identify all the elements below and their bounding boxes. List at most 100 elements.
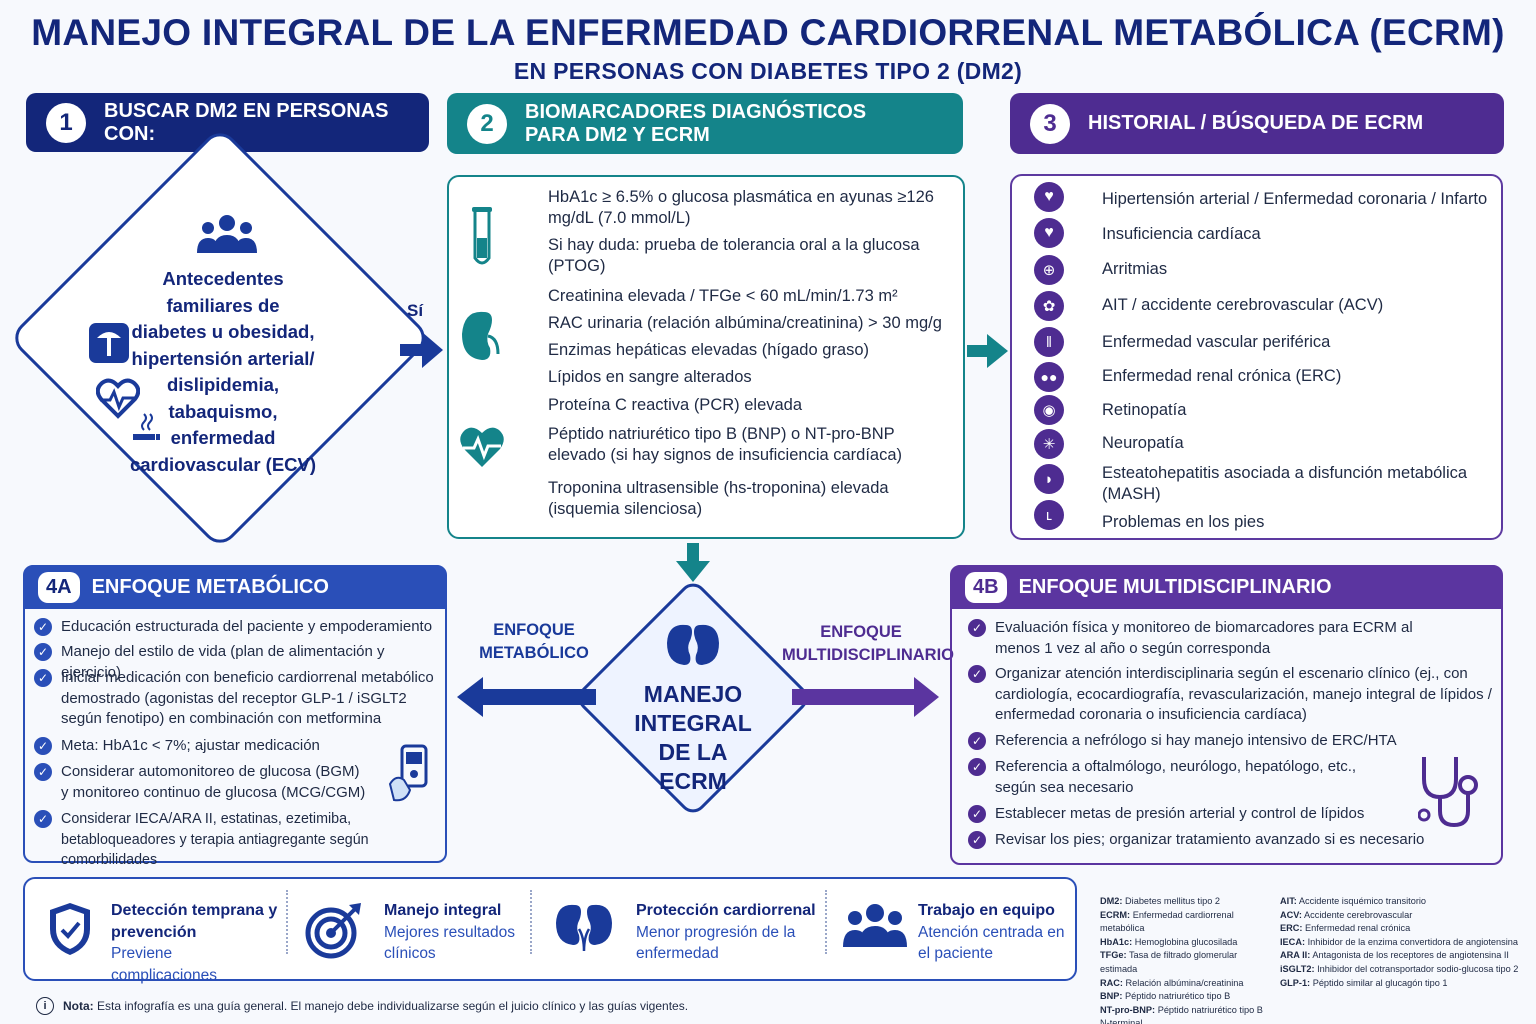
biomarker-list: HbA1c ≥ 6.5% o glucosa plasmática en ayu… — [548, 187, 953, 522]
glossary-entry: GLP-1: Péptido similar al glucagón tipo … — [1280, 977, 1448, 988]
biomarker-item: RAC urinaria (relación albúmina/creatini… — [548, 314, 942, 332]
metabolic-item: ✓Iniciar medicación con beneficio cardio… — [34, 668, 439, 736]
footnote: i Nota: Esta infografía es una guía gene… — [36, 997, 688, 1015]
glossary-entry: AIT: Accidente isquémico transitorio — [1280, 896, 1427, 906]
brain-icon: ✿ — [1034, 291, 1064, 321]
step1-title: BUSCAR DM2 EN PERSONAS CON: — [104, 99, 389, 145]
arrow-down-icon — [676, 543, 710, 582]
step4b-header: 4B ENFOQUE MULTIDISCIPLINARIO — [951, 565, 1502, 609]
divider — [825, 890, 827, 954]
benefit-2: Manejo integral Mejores resultados clíni… — [384, 902, 515, 962]
check-icon: ✓ — [34, 810, 52, 828]
biomarker-item: HbA1c ≥ 6.5% o glucosa plasmática en ayu… — [548, 188, 934, 227]
step3-header: 3 HISTORIAL / BÚSQUEDA DE ECRM — [1010, 93, 1504, 154]
step4a-tag: 4A — [38, 571, 80, 603]
step2-title-line2: PARA DM2 Y ECRM — [525, 123, 710, 146]
history-list: Hipertensión arterial / Enfermedad coron… — [1102, 189, 1494, 536]
multidisciplinary-item: ✓Referencia a nefrólogo si hay manejo in… — [968, 731, 1493, 757]
foot-icon: ʟ — [1034, 500, 1064, 530]
left-approach-label: ENFOQUE METABÓLICO — [479, 621, 589, 662]
step3-title: HISTORIAL / BÚSQUEDA DE ECRM — [1088, 112, 1424, 134]
target-icon — [305, 903, 361, 959]
multidisciplinary-item: ✓Revisar los pies; organizar tratamiento… — [968, 830, 1493, 854]
step4a-header: 4A ENFOQUE METABÓLICO — [24, 565, 446, 609]
glossary-entry: ARA II: Antagonista de los receptores de… — [1280, 950, 1509, 961]
multidisciplinary-item: ✓Organizar atención interdisciplinaria s… — [968, 664, 1493, 731]
history-item: Problemas en los pies — [1102, 513, 1265, 531]
heart-monitor-icon — [460, 427, 504, 467]
family-icon — [197, 215, 257, 253]
history-item: Insuficiencia cardíaca — [1102, 225, 1261, 243]
divider — [530, 890, 532, 954]
note-text: Esta infografía es una guía general. El … — [97, 999, 689, 1013]
step4a-panel — [23, 565, 447, 863]
glossary-entry: TFGe: Tasa de filtrado glomerular estima… — [1100, 950, 1238, 974]
heart-icon: ♥ — [1034, 182, 1064, 212]
glossary-left: DM2: Diabetes mellitus tipo 2 ECRM: Enfe… — [1100, 895, 1272, 1024]
step3-number: 3 — [1030, 103, 1070, 144]
metabolic-item: ✓Meta: HbA1c < 7%; ajustar medicación — [34, 736, 439, 762]
metabolic-item: ✓Manejo del estilo de vida (plan de alim… — [34, 642, 439, 681]
multidisciplinary-item: ✓Establecer metas de presión arterial y … — [968, 804, 1493, 830]
glossary-entry: DM2: Diabetes mellitus tipo 2 — [1100, 896, 1221, 906]
history-item: Arritmias — [1102, 260, 1168, 278]
note-label: Nota: — [63, 999, 94, 1013]
step1-number: 1 — [46, 102, 86, 143]
heart-rate-icon — [96, 378, 140, 419]
team-icon — [843, 904, 907, 947]
center-text: MANEJO INTEGRAL DE LA ECRM — [634, 681, 752, 794]
step4b-title: ENFOQUE MULTIDISCIPLINARIO — [1018, 575, 1332, 598]
history-item: Enfermedad vascular periférica — [1102, 333, 1331, 351]
check-icon: ✓ — [34, 618, 52, 636]
glossary-entry: ACV: Accidente cerebrovascular — [1280, 909, 1413, 920]
multidisciplinary-item: ✓Evaluación física y monitoreo de biomar… — [968, 618, 1493, 664]
biomarker-item: Troponina ultrasensible (hs-troponina) e… — [548, 479, 889, 518]
step1-criteria: Antecedentes familiares de diabetes u ob… — [129, 268, 317, 475]
check-icon: ✓ — [968, 831, 986, 849]
shield-icon — [50, 903, 90, 955]
glossary-entry: iSGLT2: Inhibidor del cotransportador so… — [1280, 963, 1519, 974]
divider — [286, 890, 288, 954]
page-title: MANEJO INTEGRAL DE LA ENFERMEDAD CARDIOR… — [31, 12, 1505, 53]
benefit-1: Detección temprana y prevención Previene… — [111, 902, 278, 984]
check-icon: ✓ — [968, 732, 986, 750]
step4b-tag: 4B — [965, 571, 1007, 603]
arrow-left-icon — [457, 677, 596, 717]
metabolic-item: ✓Considerar IECA/ARA II, estatinas, ezet… — [34, 809, 439, 868]
benefit-4: Trabajo en equipo Atención centrada en e… — [918, 902, 1065, 962]
glossary-entry: HbA1c: Hemoglobina glucosilada — [1100, 936, 1238, 947]
kidneys-icon — [556, 904, 612, 952]
check-icon: ✓ — [968, 758, 986, 776]
smoking-icon — [133, 413, 160, 440]
neuron-icon: ✳ — [1034, 429, 1064, 459]
biomarker-item: Lípidos en sangre alterados — [548, 368, 752, 386]
arrhythmia-icon: ⊕ — [1034, 255, 1064, 285]
check-icon: ✓ — [34, 643, 52, 661]
step3-panel — [1010, 174, 1503, 540]
blood-pressure-icon — [89, 323, 129, 363]
biomarker-item: Péptido natriurético tipo B (BNP) o NT-p… — [548, 425, 903, 464]
multidisciplinary-list: ✓Evaluación física y monitoreo de biomar… — [968, 618, 1493, 854]
metabolic-list: ✓Educación estructurada del paciente y e… — [34, 617, 439, 868]
glossary-entry: IECA: Inhibidor de la enzima convertidor… — [1280, 936, 1519, 947]
history-item: Neuropatía — [1102, 434, 1184, 452]
biomarker-item: Proteína C reactiva (PCR) elevada — [548, 396, 803, 414]
kidneys-icon: ●● — [1034, 362, 1064, 392]
metabolic-item: ✓Educación estructurada del paciente y e… — [34, 617, 439, 642]
biomarker-item: Si hay duda: prueba de tolerancia oral a… — [548, 236, 920, 275]
page-subtitle: EN PERSONAS CON DIABETES TIPO 2 (DM2) — [513, 58, 1023, 84]
benefit-3: Protección cardiorrenal Menor progresión… — [636, 902, 816, 962]
test-tube-icon — [472, 207, 492, 265]
history-item: Esteatohepatitis asociada a disfunción m… — [1102, 464, 1468, 503]
history-item: Retinopatía — [1102, 401, 1187, 419]
biomarker-item: Enzimas hepáticas elevadas (hígado graso… — [548, 341, 870, 359]
check-icon: ✓ — [34, 669, 52, 687]
eye-icon: ◉ — [1034, 395, 1064, 425]
kidneys-icon — [667, 624, 719, 665]
right-approach-label: ENFOQUE MULTIDISCIPLINARIO — [782, 623, 955, 664]
glossary-right: AIT: Accidente isquémico transitorio ACV… — [1280, 895, 1532, 990]
glossary-entry: BNP: Péptido natriurético tipo B — [1100, 991, 1231, 1002]
leg-vessels-icon: ǁ — [1034, 327, 1064, 357]
glossary-entry: ECRM: Enfermedad cardiorrenal metabólica — [1100, 909, 1234, 934]
check-icon: ✓ — [968, 665, 986, 683]
